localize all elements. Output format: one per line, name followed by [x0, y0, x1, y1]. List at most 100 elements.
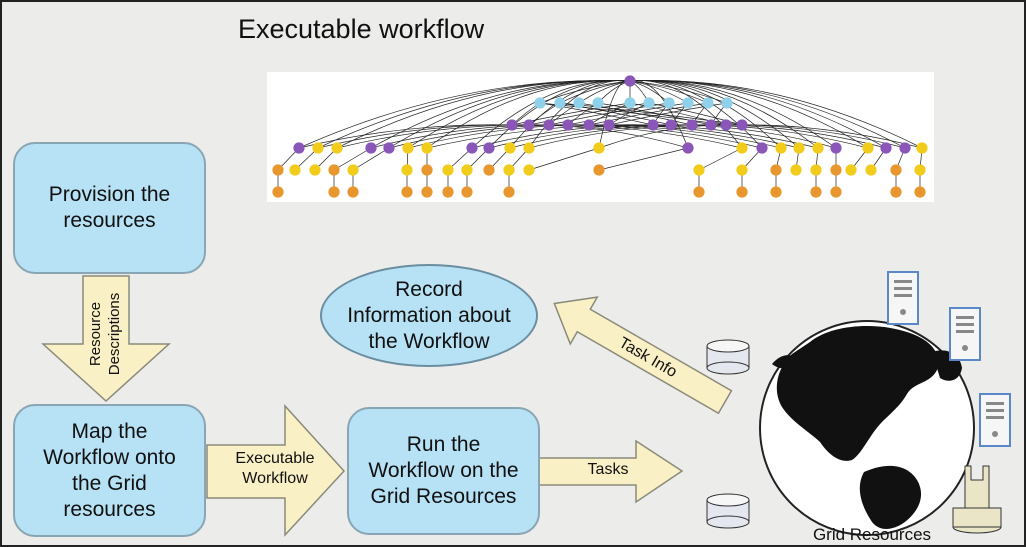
map-workflow-box: Map the Workflow onto the Grid resources	[13, 404, 206, 537]
dag-edge	[608, 102, 728, 126]
dag-node	[756, 142, 768, 154]
dag-node	[293, 142, 305, 154]
dag-edge	[559, 102, 672, 126]
resource-descriptions-arrow	[41, 275, 171, 403]
server-icon	[949, 307, 981, 361]
dag-node	[890, 164, 902, 176]
diagram-title: Executable workflow	[238, 14, 485, 44]
dag-node	[736, 142, 748, 154]
dag-edge	[629, 80, 728, 104]
dag-node	[503, 164, 515, 176]
dag-node	[421, 142, 433, 154]
dag-node	[543, 119, 555, 131]
dag-node	[793, 142, 805, 154]
dag-node	[365, 142, 377, 154]
dag-node	[682, 97, 694, 109]
provision-resources-box: Provision the resources	[13, 142, 206, 274]
dag-edge	[317, 124, 530, 149]
dag-node	[865, 164, 877, 176]
dag-node	[442, 186, 454, 198]
disk-icon	[706, 339, 750, 375]
dag-node	[592, 97, 604, 109]
dag-node	[534, 97, 546, 109]
dag-node	[272, 164, 284, 176]
dag-node	[347, 164, 359, 176]
dag-node	[810, 164, 822, 176]
globe-icon	[759, 320, 975, 536]
dag-node	[523, 164, 535, 176]
record-info-ellipse: Record Information about the Workflow	[320, 264, 538, 367]
run-workflow-box: Run the Workflow on the Grid Resources	[347, 407, 540, 535]
dag-node	[830, 164, 842, 176]
task-info-arrow	[553, 296, 733, 415]
dag-node	[483, 142, 495, 154]
dag-node	[272, 186, 284, 198]
dag-node	[593, 164, 605, 176]
dag-node	[309, 164, 321, 176]
dag-node	[421, 164, 433, 176]
dag-node	[686, 119, 698, 131]
executable-workflow-arrow	[206, 404, 346, 537]
dag-node	[810, 186, 822, 198]
dag-edge	[629, 80, 923, 149]
dag-node	[693, 164, 705, 176]
dag-node	[647, 119, 659, 131]
dag-node	[775, 142, 787, 154]
dag-node	[401, 164, 413, 176]
dag-node	[506, 119, 518, 131]
dag-node	[624, 75, 636, 87]
dag-node	[705, 119, 717, 131]
dag-node	[914, 186, 926, 198]
dag-node	[554, 97, 566, 109]
dag-node	[914, 164, 926, 176]
dag-edge	[528, 80, 631, 149]
dag-node	[736, 164, 748, 176]
dag-node	[402, 142, 414, 154]
dag-node	[442, 164, 454, 176]
dag-node	[899, 142, 911, 154]
dag-node	[770, 164, 782, 176]
dag-edge	[567, 102, 689, 126]
dag-node	[916, 142, 928, 154]
dag-node	[643, 97, 655, 109]
dag-edge	[725, 124, 923, 149]
dag-node	[593, 142, 605, 154]
dag-edge	[598, 147, 689, 171]
dag-node	[880, 142, 892, 154]
dag-node	[289, 164, 301, 176]
dag-node	[663, 97, 675, 109]
dag-node	[845, 164, 857, 176]
dag-node	[421, 186, 433, 198]
dag-node	[790, 164, 802, 176]
dag-edge	[528, 102, 650, 126]
dag-node	[523, 119, 535, 131]
dag-edge	[629, 102, 727, 126]
dag-node	[665, 119, 677, 131]
dag-node	[624, 97, 636, 109]
disk-icon	[706, 493, 750, 529]
tasks-arrow	[538, 439, 684, 504]
dag-node	[693, 186, 705, 198]
dag-node	[401, 186, 413, 198]
dag-node	[503, 186, 515, 198]
dag-node	[830, 142, 842, 154]
dag-node	[328, 164, 340, 176]
dag-node	[461, 164, 473, 176]
executable-workflow-label: Executable Workflow	[235, 450, 315, 487]
dag-node	[383, 142, 395, 154]
dag-node	[682, 142, 694, 154]
dag-node	[504, 142, 516, 154]
dag-node	[736, 186, 748, 198]
dag-node	[331, 142, 343, 154]
dag-node	[573, 97, 585, 109]
storage-tower-icon	[952, 465, 1002, 534]
dag-node	[603, 119, 615, 131]
server-icon	[979, 393, 1011, 447]
dag-edge	[539, 102, 654, 126]
dag-node	[461, 186, 473, 198]
dag-edge	[528, 147, 600, 171]
